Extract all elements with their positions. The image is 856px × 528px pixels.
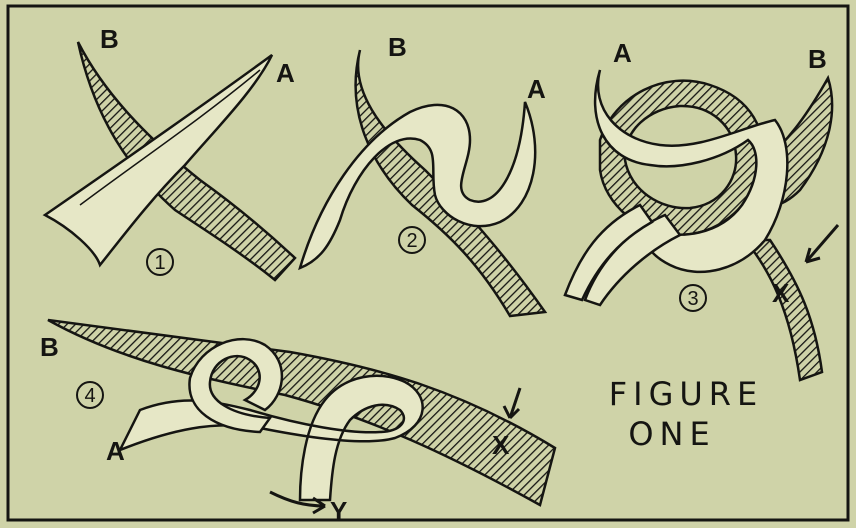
step-2-number: 2 xyxy=(406,230,417,252)
step-3-number: 3 xyxy=(687,288,698,310)
step-4-label-b: B xyxy=(40,332,59,362)
step-1-panel: B A 1 xyxy=(45,24,295,280)
step-4-label-x: X xyxy=(492,430,510,460)
figure-caption-line-2: ONE xyxy=(628,415,715,453)
step-3-panel: A B X 3 xyxy=(565,38,838,380)
step-2-label-b: B xyxy=(388,32,407,62)
step-3-arrow xyxy=(806,225,838,262)
step-1-label-a: A xyxy=(276,58,295,88)
step-3-label-b: B xyxy=(808,44,827,74)
step-3-label-x: X xyxy=(772,278,790,308)
step-4-panel: B A X Y 4 xyxy=(40,320,555,526)
step-3-label-a: A xyxy=(613,38,632,68)
step-4-number: 4 xyxy=(84,385,95,407)
step-1-number: 1 xyxy=(154,252,165,274)
step-2-label-a: A xyxy=(527,74,546,104)
step-4-label-a: A xyxy=(106,436,125,466)
step-4-label-y: Y xyxy=(330,496,347,526)
step-2-panel: B A 2 xyxy=(300,32,546,316)
step-1-label-b: B xyxy=(100,24,119,54)
figure-caption-line-1: FIGURE xyxy=(609,375,764,413)
